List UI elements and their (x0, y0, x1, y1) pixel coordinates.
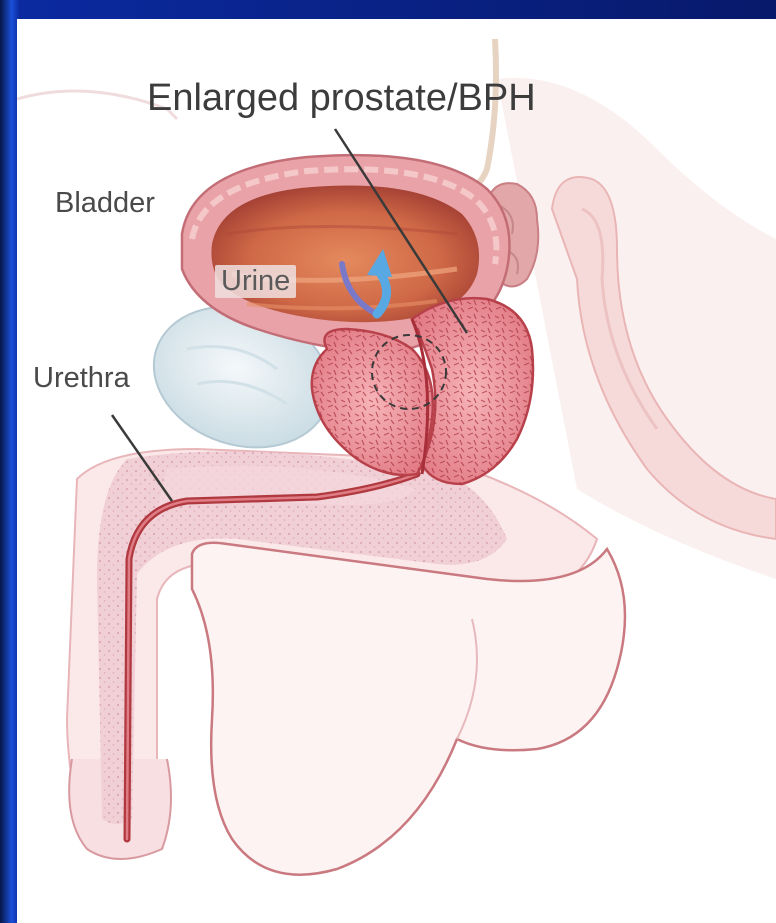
diagram-title: Enlarged prostate/BPH (147, 77, 536, 120)
label-urine: Urine (215, 265, 296, 298)
anatomy-illustration (17, 19, 776, 923)
label-bladder: Bladder (55, 187, 155, 220)
label-urethra: Urethra (33, 362, 130, 395)
scrotum (192, 543, 625, 875)
diagram-panel: Enlarged prostate/BPH Bladder Urine Uret… (17, 19, 776, 923)
bladder-interior (211, 186, 479, 323)
